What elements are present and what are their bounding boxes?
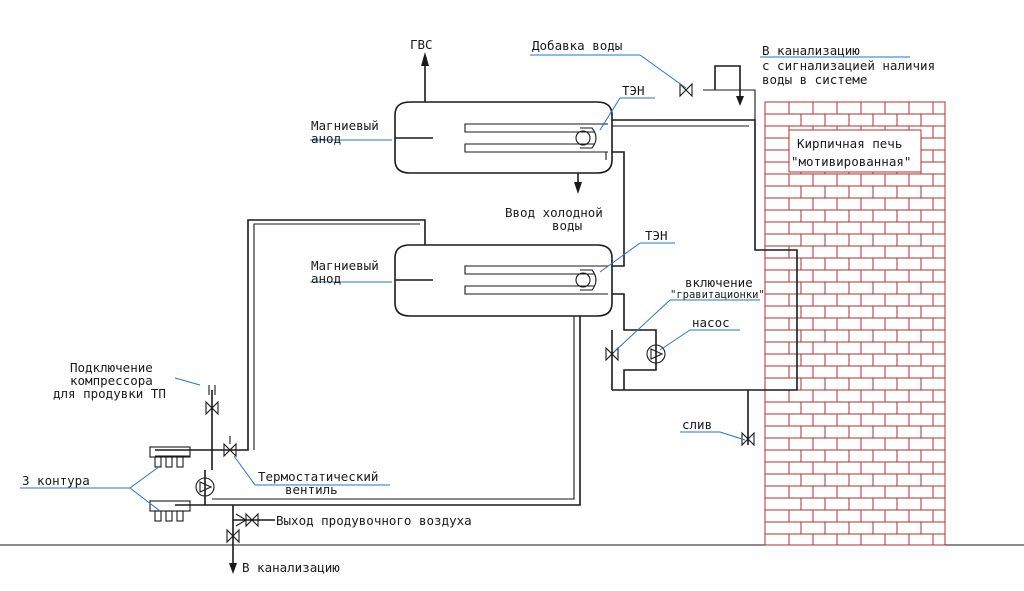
stove-outline [764,101,946,546]
label-sewer-top-1: В канализацию [762,43,860,58]
label-compressor-1: Подключение [70,360,153,375]
label-pump: насос [692,315,730,330]
label-air-out: Выход продувочного воздуха [276,513,472,528]
cold-water-arrow [574,182,582,194]
stove-label-2: "мотивированная" [791,154,911,169]
ten-top-upper [464,123,608,133]
label-anode-bottom-1: Магниевый [311,258,379,273]
compressor-fitting [208,385,216,395]
labels: ГВС Добавка воды В канализацию с сигнали… [22,37,935,575]
label-thermo-1: Термостатический [258,469,378,484]
valve-drain [741,431,755,447]
label-gravity-1: включение [685,275,753,290]
label-thermo-2: вентиль [285,482,338,497]
pump-circuit [195,477,215,497]
label-sewer-bottom: В канализацию [242,560,340,575]
label-gvs: ГВС [410,37,433,52]
brick-stove: Кирпичная печь "мотивированная" [764,101,946,546]
top-tank [394,52,613,194]
label-sewer-top-2: с сигнализацией наличия [762,58,935,73]
label-ten-bottom: ТЭН [645,228,668,243]
label-cold-in-2: воды [552,218,582,233]
valve-compressor [205,400,219,416]
ten-bottom-upper [464,265,608,275]
label-sewer-top-3: воды в системе [762,72,867,87]
leader-lines [20,54,910,512]
valve-water-add [679,82,693,98]
valve-sewer-bottom [226,528,240,574]
label-cold-in-1: Ввод холодной [505,205,603,220]
pump-gravity [646,344,666,364]
label-gravity-2: "гравитационки" [670,289,765,301]
valve-thermostatic [223,436,237,458]
label-anode-bottom-2: анод [311,271,341,286]
label-anode-top-2: анод [311,131,341,146]
bottom-tank [394,244,613,317]
label-water-add: Добавка воды [532,38,622,53]
stove-label-1: Кирпичная печь [797,136,902,151]
pipework [155,65,798,570]
label-circuits: 3 контура [22,473,90,488]
manifold-bottom [149,500,191,522]
valve-air-out [235,512,259,528]
label-drain: слив [682,417,712,432]
stove-label-box [788,129,922,173]
label-anode-top-1: Магниевый [311,118,379,133]
label-compressor-3: для продувки ТП [53,386,166,401]
valve-gravity [605,346,619,362]
label-ten-top: ТЭН [622,83,645,98]
label-compressor-2: компрессора [70,373,153,388]
